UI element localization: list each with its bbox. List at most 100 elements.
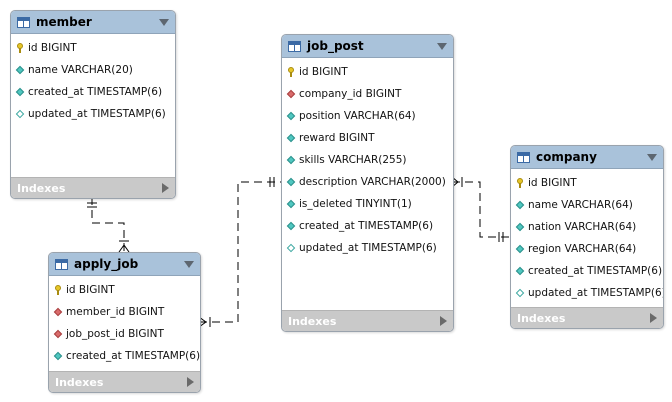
column-row[interactable]: updated_at TIMESTAMP(6) (511, 282, 663, 304)
table-icon (55, 258, 68, 270)
table-name: apply_job (74, 257, 139, 271)
expand-arrow-icon[interactable] (162, 183, 169, 193)
not-null-column-icon (287, 199, 295, 209)
table-name: company (536, 150, 597, 164)
column-row[interactable]: member_id BIGINT (49, 301, 200, 323)
column-label: region VARCHAR(64) (528, 243, 637, 255)
indexes-bar[interactable]: Indexes (11, 177, 175, 198)
not-null-column-icon (516, 222, 524, 232)
not-null-column-icon (516, 200, 524, 210)
indexes-label: Indexes (55, 375, 104, 389)
nullable-column-icon (16, 109, 24, 119)
collapse-arrow-icon[interactable] (184, 260, 194, 268)
column-row[interactable]: created_at TIMESTAMP(6) (282, 215, 453, 237)
column-label: nation VARCHAR(64) (528, 221, 637, 233)
column-label: id BIGINT (28, 42, 77, 54)
column-list: id BIGINT company_id BIGINT position VAR… (282, 58, 453, 259)
column-row[interactable]: created_at TIMESTAMP(6) (511, 260, 663, 282)
column-row[interactable]: created_at TIMESTAMP(6) (11, 81, 175, 103)
primary-key-icon (516, 178, 524, 188)
table-icon (517, 151, 530, 163)
indexes-bar[interactable]: Indexes (49, 371, 200, 392)
column-label: is_deleted TINYINT(1) (299, 198, 412, 210)
table-icon (288, 40, 301, 52)
column-row[interactable]: name VARCHAR(64) (511, 194, 663, 216)
not-null-column-icon (287, 177, 295, 187)
column-label: id BIGINT (528, 177, 577, 189)
column-row[interactable]: nation VARCHAR(64) (511, 216, 663, 238)
column-label: created_at TIMESTAMP(6) (299, 220, 434, 232)
not-null-column-icon (16, 65, 24, 75)
expand-arrow-icon[interactable] (650, 313, 657, 323)
column-row[interactable]: position VARCHAR(64) (282, 105, 453, 127)
relationship-job-post-apply-job (198, 177, 281, 328)
primary-key-icon (287, 67, 295, 77)
expand-arrow-icon[interactable] (440, 316, 447, 326)
not-null-column-icon (287, 155, 295, 165)
column-row[interactable]: id BIGINT (49, 279, 200, 301)
column-row[interactable]: reward BIGINT (282, 127, 453, 149)
column-row[interactable]: description VARCHAR(2000) (282, 171, 453, 193)
table-header[interactable]: apply_job (49, 253, 200, 276)
not-null-column-icon (516, 244, 524, 254)
column-row[interactable]: is_deleted TINYINT(1) (282, 193, 453, 215)
column-row[interactable]: company_id BIGINT (282, 83, 453, 105)
nullable-column-icon (287, 243, 295, 253)
relationship-company-job-post (451, 176, 510, 242)
table-job-post[interactable]: job_post id BIGINT company_id BIGINT pos… (281, 34, 454, 332)
column-label: skills VARCHAR(255) (299, 154, 407, 166)
not-null-column-icon (516, 266, 524, 276)
column-row[interactable]: updated_at TIMESTAMP(6) (282, 237, 453, 259)
column-label: name VARCHAR(64) (528, 199, 633, 211)
column-row[interactable]: updated_at TIMESTAMP(6) (11, 103, 175, 125)
table-header[interactable]: job_post (282, 35, 453, 58)
column-label: id BIGINT (66, 284, 115, 296)
table-company[interactable]: company id BIGINT name VARCHAR(64) natio… (510, 145, 664, 329)
indexes-label: Indexes (288, 314, 337, 328)
indexes-label: Indexes (17, 181, 66, 195)
not-null-column-icon (287, 221, 295, 231)
column-label: reward BIGINT (299, 132, 375, 144)
column-row[interactable]: region VARCHAR(64) (511, 238, 663, 260)
column-row[interactable]: id BIGINT (282, 61, 453, 83)
table-icon (17, 16, 30, 28)
collapse-arrow-icon[interactable] (647, 153, 657, 161)
column-row[interactable]: skills VARCHAR(255) (282, 149, 453, 171)
foreign-key-icon (287, 89, 295, 99)
relationship-member-apply-job (87, 197, 130, 253)
column-row[interactable]: id BIGINT (511, 172, 663, 194)
indexes-bar[interactable]: Indexes (511, 307, 663, 328)
column-row[interactable]: id BIGINT (11, 37, 175, 59)
column-label: position VARCHAR(64) (299, 110, 416, 122)
indexes-label: Indexes (517, 311, 566, 325)
indexes-bar[interactable]: Indexes (282, 310, 453, 331)
table-apply-job[interactable]: apply_job id BIGINT member_id BIGINT job… (48, 252, 201, 393)
column-label: id BIGINT (299, 66, 348, 78)
column-row[interactable]: created_at TIMESTAMP(6) (49, 345, 200, 367)
column-label: description VARCHAR(2000) (299, 176, 446, 188)
not-null-column-icon (16, 87, 24, 97)
column-label: created_at TIMESTAMP(6) (528, 265, 663, 277)
column-row[interactable]: job_post_id BIGINT (49, 323, 200, 345)
table-name: member (36, 15, 92, 29)
not-null-column-icon (54, 351, 62, 361)
not-null-column-icon (287, 133, 295, 143)
column-label: created_at TIMESTAMP(6) (28, 86, 163, 98)
table-header[interactable]: member (11, 11, 175, 34)
column-label: member_id BIGINT (66, 306, 165, 318)
expand-arrow-icon[interactable] (187, 377, 194, 387)
collapse-arrow-icon[interactable] (159, 18, 169, 26)
collapse-arrow-icon[interactable] (437, 42, 447, 50)
foreign-key-icon (54, 329, 62, 339)
table-header[interactable]: company (511, 146, 663, 169)
column-label: updated_at TIMESTAMP(6) (28, 108, 166, 120)
nullable-column-icon (516, 288, 524, 298)
primary-key-icon (54, 285, 62, 295)
column-label: updated_at TIMESTAMP(6) (528, 287, 664, 299)
column-list: id BIGINT member_id BIGINT job_post_id B… (49, 276, 200, 367)
column-list: id BIGINT name VARCHAR(20) created_at TI… (11, 34, 175, 125)
table-name: job_post (307, 39, 364, 53)
table-member[interactable]: member id BIGINT name VARCHAR(20) create… (10, 10, 176, 199)
column-row[interactable]: name VARCHAR(20) (11, 59, 175, 81)
